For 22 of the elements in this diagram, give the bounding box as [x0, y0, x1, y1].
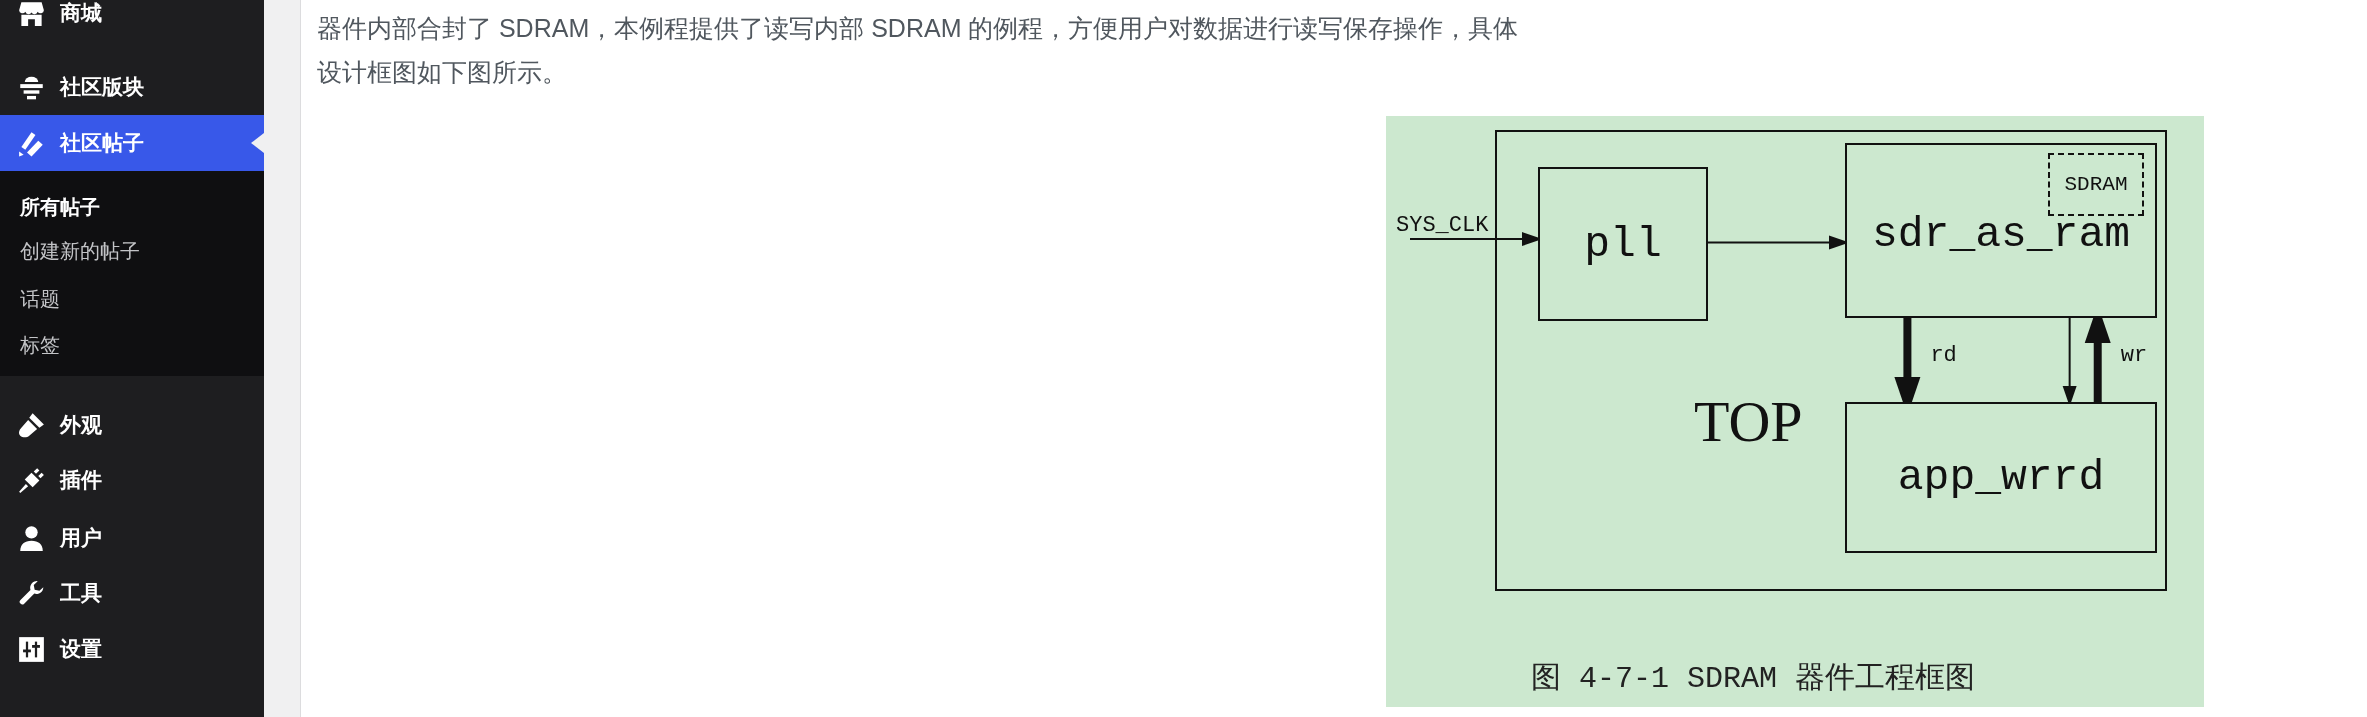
outer-module-box: [1495, 130, 2167, 591]
module-box: [1845, 143, 2157, 318]
memory-box: SDRAM: [2048, 153, 2144, 216]
menu-item: 商城: [18, 0, 102, 27]
module-box: pll: [1538, 167, 1708, 321]
module-label: TOP: [1694, 393, 1803, 451]
submenu-item: 创建新的帖子: [20, 238, 140, 265]
paragraph: 器件内部合封了 SDRAM，本例程提供了读写内部 SDRAM 的例程，方便用户对数据进行读写保存操作，具体设计框图如下图所示。: [317, 13, 1520, 88]
menu-item: 插件: [18, 466, 102, 494]
module-box: app_wrrd: [1845, 402, 2157, 553]
menu-item: 外观: [18, 411, 102, 439]
submenu-item: 标签: [20, 332, 60, 359]
menu-item: 工具: [18, 579, 102, 607]
signal-label: SYS_CLK: [1396, 215, 1489, 237]
menu-item: 社区帖子: [0, 115, 264, 171]
figure-caption: 图 4-7-1 SDRAM 器件工程框图: [1531, 662, 1976, 696]
menu-item: 社区版块: [18, 73, 144, 101]
module-label: sdr_as_ram: [1872, 213, 2130, 256]
menu-item: 用户: [18, 524, 102, 552]
submenu-item: 所有帖子: [20, 194, 100, 221]
menu-item: 设置: [18, 635, 102, 663]
submenu-item: 话题: [20, 286, 60, 313]
